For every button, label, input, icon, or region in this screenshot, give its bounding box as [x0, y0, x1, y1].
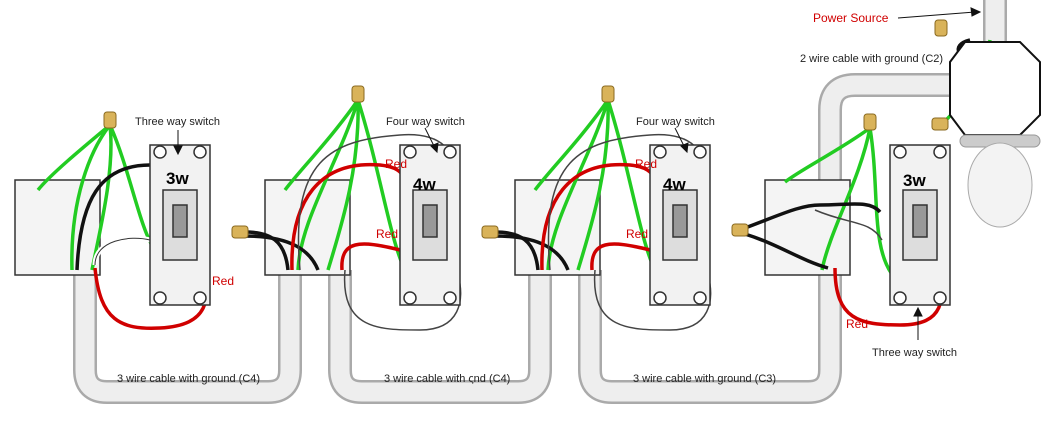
switch-3-badge: 4w: [663, 175, 686, 194]
switch-3-title: Four way switch: [636, 116, 715, 128]
toggle-lever: [422, 204, 438, 238]
cable-conduits: [73, 0, 1007, 404]
light-bulb-icon: [967, 142, 1033, 228]
switch-3-red-label-bottom: Red: [626, 227, 648, 241]
switch-2-red-label-bottom: Red: [376, 227, 398, 241]
cable-c4-left-label: 3 wire cable with ground (C4): [117, 373, 260, 385]
light-fixture: [949, 41, 1041, 228]
switch-4-red-label: Red: [846, 317, 868, 331]
cable-c3-label: 3 wire cable with ɡround (C3): [633, 373, 776, 385]
four-way-switch-2: [649, 144, 711, 306]
cable-c4-middle-label: 3 wire cable with ςnd (C4): [384, 373, 510, 385]
switch-4-title: Three way switch: [872, 347, 957, 359]
switch-1-red-label: Red: [212, 274, 234, 288]
wire-nut-icon: [931, 117, 949, 131]
octagon-junction-box: [949, 41, 1041, 136]
wire-nut-icon: [481, 225, 499, 239]
switch-2-red-label-top: Red: [385, 157, 407, 171]
cable-c2-label: 2 wire cable with ground (C2): [800, 53, 943, 65]
three-way-switch-right: [889, 144, 951, 306]
wire-nut-icon: [103, 111, 117, 129]
power-source-label: Power Source: [813, 11, 889, 25]
wire-nut-icon: [731, 223, 749, 237]
switch-plates: [149, 144, 951, 306]
toggle-lever: [172, 204, 188, 238]
wire-nuts: [103, 19, 949, 239]
wire-nut-icon: [863, 113, 877, 131]
wire-nut-icon: [601, 85, 615, 103]
switch-2-title: Four way switch: [386, 116, 465, 128]
switch-3-red-label-top: Red: [635, 157, 657, 171]
three-way-switch-left: [149, 144, 211, 306]
switch-2-badge: 4w: [413, 175, 436, 194]
wire-nut-icon: [934, 19, 948, 37]
wires: [36, 38, 1001, 331]
switch-1-badge: 3w: [166, 169, 189, 188]
four-way-switch-1: [399, 144, 461, 306]
toggle-lever: [672, 204, 688, 238]
wire-nut-icon: [231, 225, 249, 239]
pointer-arrows: [173, 7, 982, 340]
toggle-lever: [912, 204, 928, 238]
switch-1-title: Three way switch: [135, 116, 220, 128]
wire-nut-icon: [351, 85, 365, 103]
switch-4-badge: 3w: [903, 171, 926, 190]
switch-box-1: [14, 179, 101, 276]
